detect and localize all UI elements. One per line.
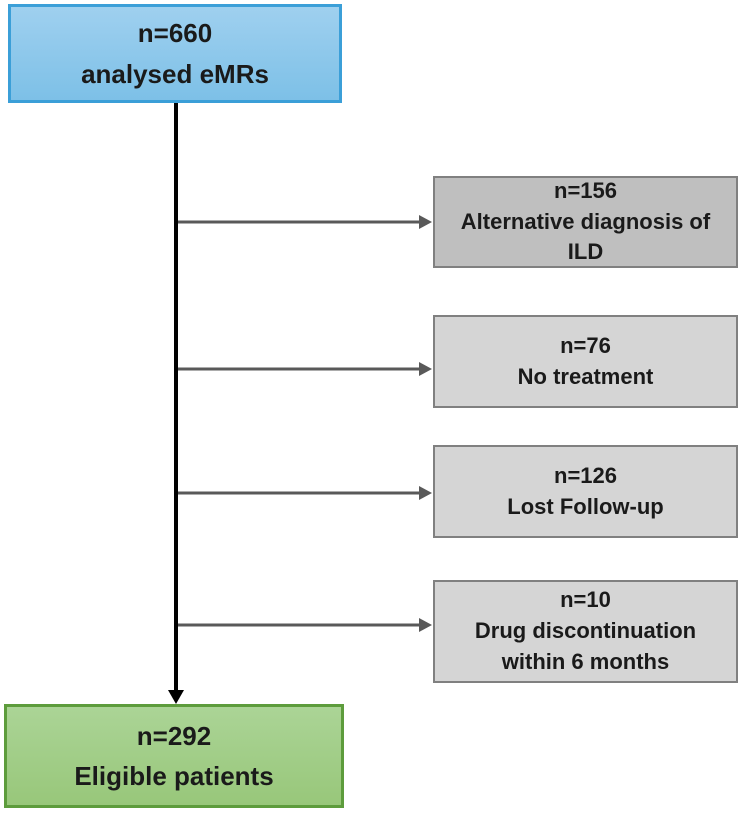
exclusion-arrow-4-head — [419, 618, 432, 632]
node-label: Eligible patients — [74, 761, 274, 791]
exclusion-arrow-3-head — [419, 486, 432, 500]
node-excluded-no-treatment: n=76 No treatment — [433, 315, 738, 408]
node-excluded-alternative-diagnosis: n=156 Alternative diagnosis of ILD — [433, 176, 738, 268]
main-flow-arrowhead — [168, 690, 184, 704]
node-analysed-emrs: n=660 analysed eMRs — [8, 4, 342, 103]
node-label: Lost Follow-up — [507, 493, 664, 519]
node-label: Drug discontinuation within 6 months — [474, 618, 697, 674]
node-count: n=660 — [137, 18, 213, 49]
node-excluded-drug-discontinuation: n=10 Drug discontinuation within 6 month… — [433, 580, 738, 683]
node-count: n=156 — [554, 177, 617, 203]
node-excluded-lost-follow-up: n=126 Lost Follow-up — [433, 445, 738, 538]
exclusion-arrow-1-head — [419, 215, 432, 229]
node-count: n=126 — [554, 462, 617, 488]
node-count: n=76 — [560, 332, 611, 358]
node-count: n=10 — [560, 587, 611, 613]
node-label: analysed eMRs — [81, 58, 269, 89]
node-count: n=292 — [136, 720, 212, 751]
node-label: No treatment — [517, 363, 654, 389]
node-label: Alternative diagnosis of ILD — [460, 208, 711, 265]
exclusion-arrow-2-head — [419, 362, 432, 376]
node-eligible-patients: n=292 Eligible patients — [4, 704, 344, 808]
